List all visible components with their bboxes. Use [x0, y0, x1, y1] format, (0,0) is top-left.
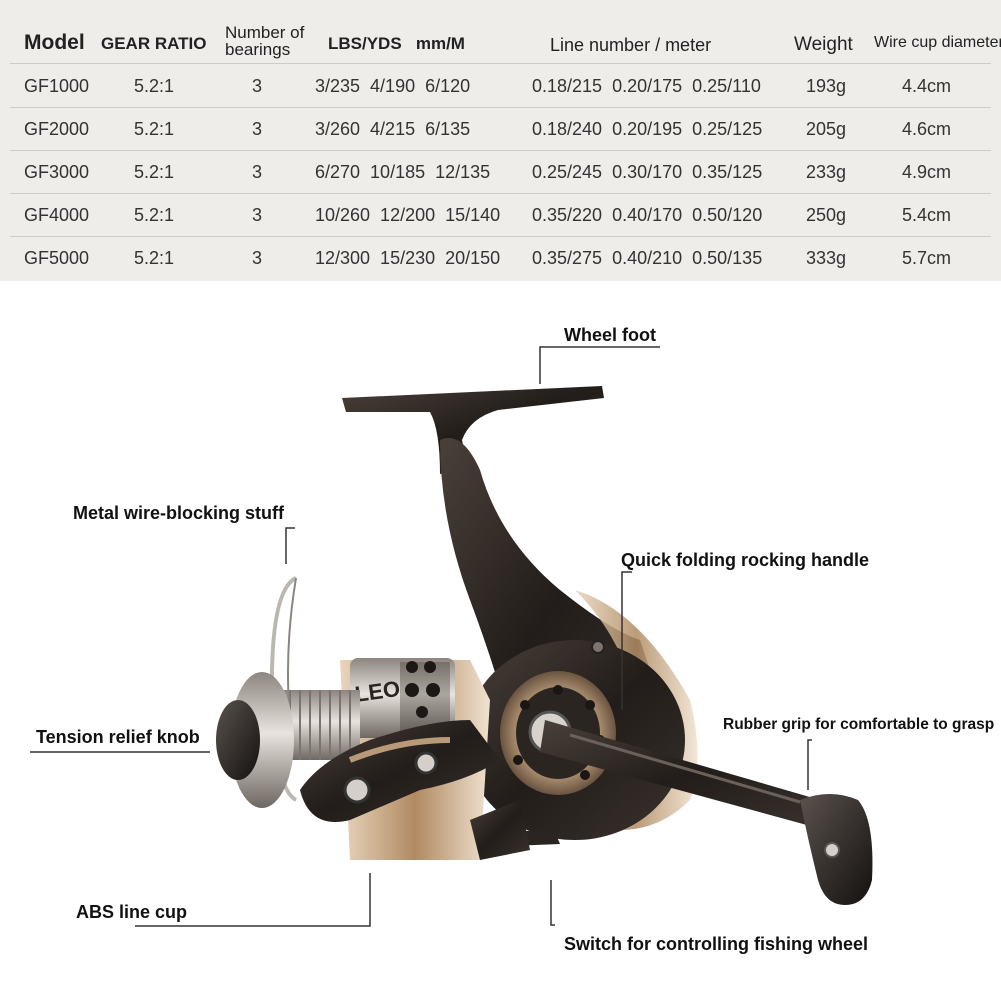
cell-cup: 4.4cm: [902, 76, 952, 96]
label-rubber-grip: Rubber grip for comfortable to grasp: [723, 716, 995, 733]
label-wheel-foot: Wheel foot: [564, 325, 656, 345]
cell-model: GF5000: [24, 248, 90, 268]
cell-line: 0.35/220 0.40/170 0.50/120: [532, 205, 763, 225]
cell-lbs: 6/270 10/185 12/135: [315, 162, 491, 182]
cell-model: GF2000: [24, 119, 90, 139]
cell-gear: 5.2:1: [134, 76, 175, 96]
cell-line: 0.18/240 0.20/195 0.25/125: [532, 119, 763, 139]
cell-weight: 250g: [806, 205, 847, 225]
cell-weight: 233g: [806, 162, 847, 182]
header-bearings: Number of bearings: [225, 24, 325, 58]
cell-bearings: 3: [252, 162, 263, 182]
cell-gear: 5.2:1: [134, 205, 175, 225]
header-line-number: Line number / meter: [550, 35, 712, 55]
spec-table: Model GEAR RATIO Number of bearings LBS/…: [0, 0, 1001, 281]
cell-bearings: 3: [252, 248, 263, 268]
cell-gear: 5.2:1: [134, 248, 175, 268]
cell-cup: 4.9cm: [902, 162, 952, 182]
table-row: GF4000 5.2:1 3 10/260 12/200 15/140 0.35…: [0, 193, 1001, 236]
reel-illustration: LEO: [30, 346, 873, 927]
header-bearings-line2: bearings: [225, 40, 291, 59]
header-gear-ratio: GEAR RATIO: [101, 34, 207, 53]
cell-bearings: 3: [252, 119, 263, 139]
cell-lbs: 3/260 4/215 6/135: [315, 119, 471, 139]
header-bearings-line1: Number of: [225, 23, 305, 42]
cell-gear: 5.2:1: [134, 119, 175, 139]
header-cup-diameter: Wire cup diameter: [874, 34, 1001, 51]
cell-lbs: 12/300 15/230 20/150: [315, 248, 501, 268]
table-row: GF5000 5.2:1 3 12/300 15/230 20/150 0.35…: [0, 236, 1001, 279]
cell-gear: 5.2:1: [134, 162, 175, 182]
reel-diagram: LEO: [0, 281, 1001, 1001]
table-divider: [10, 236, 991, 237]
table-row: GF1000 5.2:1 3 3/235 4/190 6/120 0.18/21…: [0, 64, 1001, 107]
cell-cup: 4.6cm: [902, 119, 952, 139]
cell-model: GF1000: [24, 76, 90, 96]
header-weight: Weight: [794, 34, 853, 55]
cell-weight: 205g: [806, 119, 847, 139]
leader-lines: [30, 346, 812, 927]
header-lbs-yds: LBS/YDS mm/M: [328, 34, 465, 53]
table-divider: [10, 107, 991, 108]
cell-lbs: 10/260 12/200 15/140: [315, 205, 501, 225]
cell-lbs: 3/235 4/190 6/120: [315, 76, 471, 96]
label-abs-line-cup: ABS line cup: [76, 902, 188, 922]
label-folding-handle: Quick folding rocking handle: [621, 550, 870, 570]
cell-model: GF4000: [24, 205, 90, 225]
table-divider: [10, 150, 991, 151]
cell-model: GF3000: [24, 162, 90, 182]
wheel-foot-shape: [342, 386, 604, 474]
cell-weight: 333g: [806, 248, 847, 268]
cell-cup: 5.7cm: [902, 248, 952, 268]
cell-line: 0.35/275 0.40/210 0.50/135: [532, 248, 763, 268]
spool-cylinder-shape: [350, 658, 455, 738]
table-divider: [10, 63, 991, 64]
label-metal-wire-blocking: Metal wire-blocking stuff: [73, 503, 285, 523]
table-divider: [10, 193, 991, 194]
cell-line: 0.18/215 0.20/175 0.25/110: [532, 76, 761, 96]
table-row: GF3000 5.2:1 3 6/270 10/185 12/135 0.25/…: [0, 150, 1001, 193]
label-tension-knob: Tension relief knob: [36, 727, 200, 747]
spool-brand-text: LEO: [353, 676, 401, 707]
header-model: Model: [24, 31, 85, 54]
cell-bearings: 3: [252, 205, 263, 225]
cell-bearings: 3: [252, 76, 263, 96]
table-row: GF2000 5.2:1 3 3/260 4/215 6/135 0.18/24…: [0, 107, 1001, 150]
label-switch-control: Switch for controlling fishing wheel: [564, 934, 869, 954]
cell-line: 0.25/245 0.30/170 0.35/125: [532, 162, 763, 182]
tension-knob-shape: [216, 700, 260, 780]
cell-weight: 193g: [806, 76, 847, 96]
cell-cup: 5.4cm: [902, 205, 952, 225]
